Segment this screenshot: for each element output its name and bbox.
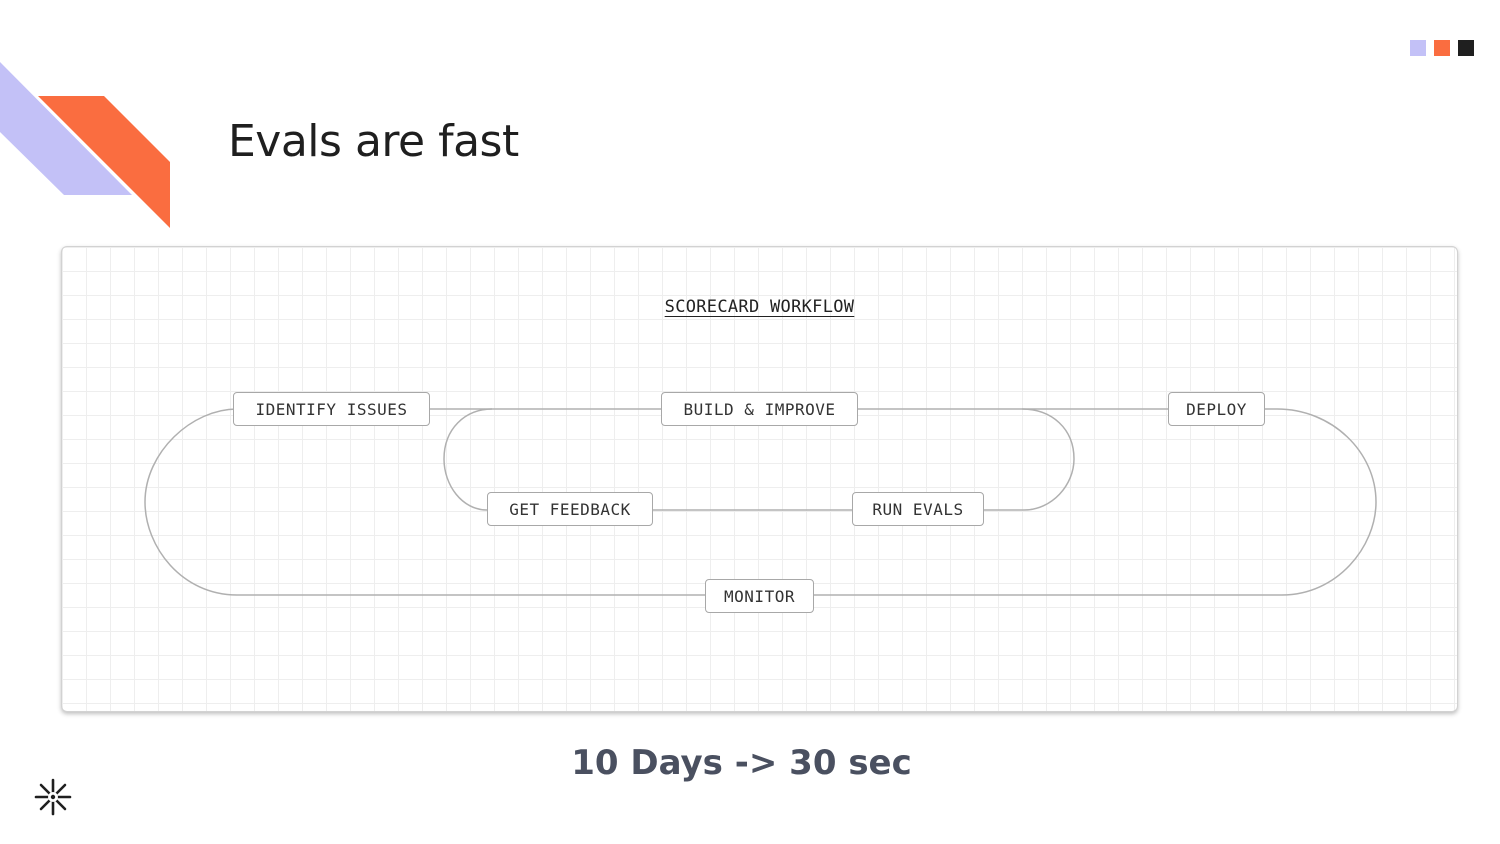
- inner-loop-connector: [443, 408, 1075, 511]
- tagline: 10 Days -> 30 sec: [571, 743, 912, 783]
- orange-stripe: [38, 96, 170, 228]
- slide-title: Evals are fast: [228, 116, 519, 167]
- diagram-title: SCORECARD WORKFLOW: [664, 297, 855, 317]
- lavender-square: [1410, 40, 1426, 56]
- outer-loop-connector: [144, 408, 1377, 596]
- node-deploy: DEPLOY: [1168, 392, 1265, 426]
- node-get-feedback: GET FEEDBACK: [487, 492, 653, 526]
- color-squares: [1410, 40, 1474, 56]
- connector-lines: [144, 408, 1377, 596]
- asterisk-sparkle-icon: [34, 778, 72, 816]
- orange-square: [1434, 40, 1450, 56]
- workflow-diagram: SCORECARD WORKFLOW IDENTIFY ISSUES BUILD…: [61, 246, 1458, 712]
- lavender-stripe: [0, 62, 132, 195]
- black-square: [1458, 40, 1474, 56]
- node-build-improve: BUILD & IMPROVE: [661, 392, 858, 426]
- node-run-evals: RUN EVALS: [852, 492, 984, 526]
- node-identify-issues: IDENTIFY ISSUES: [233, 392, 430, 426]
- node-monitor: MONITOR: [705, 579, 814, 613]
- corner-decoration: [0, 62, 170, 228]
